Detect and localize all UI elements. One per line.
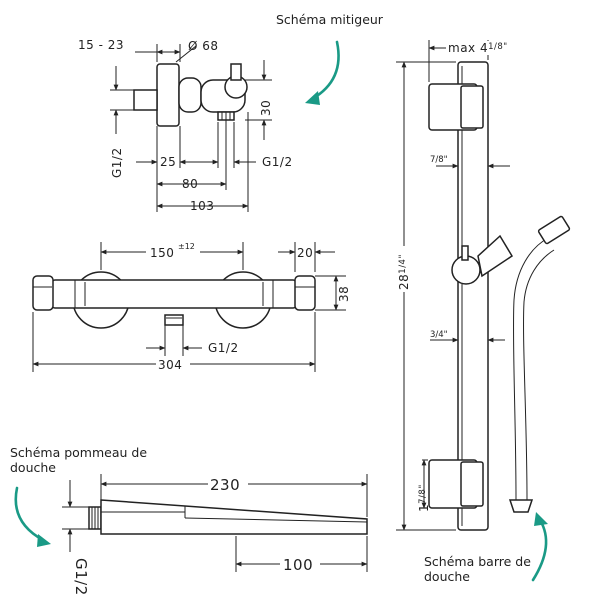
dim-bar-width-int: max 4: [448, 41, 488, 55]
dim-150: 150: [150, 246, 174, 260]
handshower-view: 230 100 G1/2: [62, 474, 368, 596]
dim-bar-width: max 41/8": [448, 41, 508, 55]
mixer-side-view: 15 - 23 Ø 68 G1/2 30 25 G1/2 80: [78, 38, 293, 213]
dim-offset: 15 - 23: [78, 38, 124, 52]
dim-bar-total-frac: 1/4": [398, 254, 408, 274]
shower-bar-view: max 41/8" 7/8" 281/4" 3/4" 17/8": [394, 40, 571, 531]
dim-handshower-thread: G1/2: [72, 558, 90, 596]
caption-handshower-1: Schéma pommeau de: [10, 445, 147, 460]
mixer-front-view: 150 ±12 20 38 G1/2 304: [32, 242, 351, 372]
dim-38: 38: [337, 286, 351, 302]
dim-bar-7-8: 7/8": [430, 155, 448, 165]
dim-thread-left: G1/2: [110, 147, 124, 178]
dim-height: 30: [259, 100, 273, 116]
caption-handshower-2: douche: [10, 460, 56, 475]
dim-bar-total-int: 28: [397, 274, 411, 290]
arrow-handshower: [14, 486, 45, 542]
caption-bar-1: Schéma barre de: [424, 554, 531, 569]
dim-100: 100: [283, 556, 313, 574]
dim-150-tol: ±12: [178, 242, 195, 251]
dim-bar-bottom-int: 1: [417, 504, 431, 512]
dim-103: 103: [190, 199, 214, 213]
dim-230: 230: [210, 476, 240, 494]
dim-304: 304: [158, 358, 182, 372]
dim-20: 20: [297, 246, 313, 260]
caption-bar-2: douche: [424, 569, 470, 584]
dim-bar-width-frac: 1/8": [488, 42, 508, 52]
dim-front-thread: G1/2: [208, 341, 239, 355]
arrow-mixer: [310, 40, 340, 101]
arrow-bar: [531, 518, 548, 582]
dim-bar-total: 281/4": [397, 254, 411, 290]
dim-diameter: Ø 68: [188, 39, 219, 53]
dim-25: 25: [160, 155, 176, 169]
dim-bar-3-4: 3/4": [430, 330, 448, 340]
dim-80: 80: [182, 177, 198, 191]
dim-bar-bottom-frac: 7/8": [418, 484, 428, 504]
dim-thread-right: G1/2: [262, 155, 293, 169]
dim-bar-bottom: 17/8": [417, 484, 431, 512]
caption-mixer: Schéma mitigeur: [276, 12, 384, 27]
